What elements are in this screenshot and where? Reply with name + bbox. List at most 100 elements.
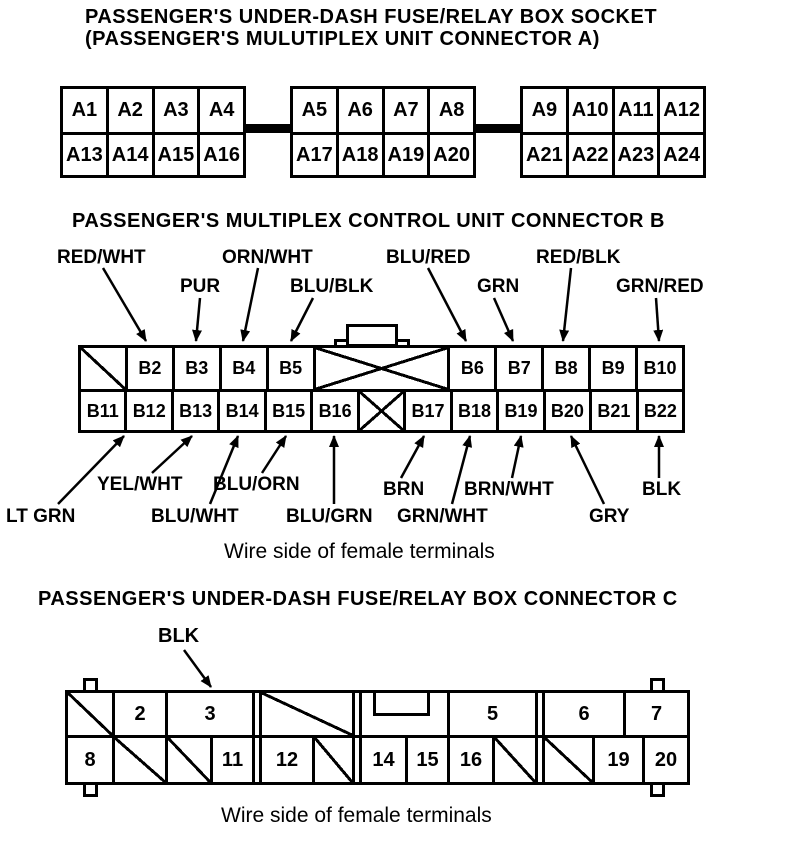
blocked-pin-cell [115, 738, 165, 782]
pin-b14: B14 [220, 392, 267, 430]
pin-a22: A22 [569, 135, 615, 175]
pin-a5: A5 [293, 89, 339, 132]
wire-label-brn-wht: BRN/WHT [464, 479, 554, 500]
wire-label-yel-wht: YEL/WHT [97, 474, 183, 495]
pin-c15: 15 [416, 748, 439, 771]
wire-label-lt-grn: LT GRN [6, 506, 76, 527]
pin-a6: A6 [339, 89, 385, 132]
blocked-pin-cell [262, 693, 352, 735]
pin-a7: A7 [385, 89, 431, 132]
connector-a-link-bar [474, 124, 522, 133]
pin-c11: 11 [221, 748, 244, 771]
grid-line [352, 693, 355, 782]
pin-b18: B18 [453, 392, 500, 430]
wire-label-gry: GRY [589, 506, 630, 527]
connector-a-link-bar [244, 124, 292, 133]
wire-label-blu-blk: BLU/BLK [290, 276, 374, 297]
pin-c12: 12 [275, 748, 299, 771]
grid-line [542, 693, 545, 782]
pin-b4: B4 [222, 348, 269, 389]
pin-c2: 2 [134, 702, 146, 725]
wire-label-blk-c: BLK [158, 625, 200, 647]
connector-a-block-1: A1 A2 A3 A4 A13 A14 A15 A16 [60, 86, 246, 178]
pin-b11: B11 [81, 392, 128, 430]
pin-a18: A18 [339, 135, 385, 175]
grid-line [447, 693, 450, 782]
pin-a12: A12 [663, 99, 700, 121]
wire-label-blu-grn: BLU/GRN [286, 506, 373, 527]
wire-side-caption-b: Wire side of female terminals [224, 540, 495, 563]
pin-b8: B8 [544, 348, 592, 389]
pin-a19: A19 [385, 135, 431, 175]
grid-line [492, 738, 495, 782]
pin-a23: A23 [615, 135, 661, 175]
grid-line [592, 738, 595, 782]
grid-line [359, 693, 362, 782]
wire-label-grn: GRN [477, 276, 520, 297]
wire-label-red-blk: RED/BLK [536, 247, 621, 268]
pin-b12: B12 [127, 392, 174, 430]
connector-a-block-2: A5 A6 A7 A8 A17 A18 A19 A20 [290, 86, 476, 178]
connector-c-title: PASSENGER'S UNDER-DASH FUSE/RELAY BOX CO… [38, 588, 678, 610]
pin-c14: 14 [372, 748, 395, 771]
pin-b10: B10 [643, 358, 677, 378]
pin-b20: B20 [546, 392, 593, 430]
connector-b-title: PASSENGER'S MULTIPLEX CONTROL UNIT CONNE… [72, 210, 665, 232]
pin-a1: A1 [63, 89, 109, 132]
pin-a9: A9 [523, 89, 569, 132]
pin-a11: A11 [615, 89, 661, 132]
connector-c-midline [68, 735, 687, 738]
grid-line [210, 738, 213, 782]
pin-b5: B5 [269, 348, 316, 389]
grid-line [405, 738, 408, 782]
grid-line [623, 693, 626, 735]
connector-a-block-3: A9 A10 A11 A12 A21 A22 A23 A24 [520, 86, 706, 178]
pin-b13: B13 [174, 392, 221, 430]
grid-line [312, 738, 315, 782]
blocked-pin-cell [168, 738, 210, 782]
pin-c6: 6 [578, 702, 590, 725]
connector-latch-tab [346, 324, 398, 347]
grid-line [642, 738, 645, 782]
pin-a16: A16 [203, 143, 240, 166]
blocked-pin-cell-x [359, 392, 407, 430]
grid-line [165, 693, 168, 782]
pin-a17: A17 [293, 135, 339, 175]
pin-b9: B9 [591, 348, 639, 389]
wire-label-orn-wht: ORN/WHT [222, 247, 313, 268]
connector-b-box: B2 B3 B4 B5 B6 B7 B8 B9 B10 B11 B12 B13 … [78, 345, 685, 433]
grid-line [259, 693, 262, 782]
wire-label-blu-red: BLU/RED [386, 247, 471, 268]
pin-a15: A15 [155, 135, 201, 175]
pin-a2: A2 [109, 89, 155, 132]
pin-b22: B22 [643, 400, 677, 421]
wire-label-blu-wht: BLU/WHT [151, 506, 239, 527]
pin-b2: B2 [128, 348, 175, 389]
pin-a13: A13 [63, 135, 109, 175]
wire-label-blk: BLK [642, 479, 682, 500]
wire-label-pur: PUR [180, 276, 221, 297]
pin-b21: B21 [592, 392, 639, 430]
blocked-pin-cell [68, 693, 112, 735]
pin-b7: B7 [497, 348, 545, 389]
pin-b3: B3 [175, 348, 222, 389]
pin-c16: 16 [459, 748, 483, 771]
blocked-pin-cell [495, 738, 535, 782]
pin-a8: A8 [438, 99, 465, 121]
pin-a20: A20 [433, 143, 470, 166]
wire-label-blu-orn: BLU/ORN [213, 474, 300, 495]
pin-a14: A14 [109, 135, 155, 175]
pin-a4: A4 [208, 99, 235, 121]
pin-b17: B17 [406, 392, 453, 430]
pin-c7: 7 [650, 702, 663, 725]
connector-key [373, 690, 430, 716]
pin-c19: 19 [607, 748, 630, 771]
blocked-pin-cell [545, 738, 592, 782]
wire-label-brn: BRN [383, 479, 425, 500]
pin-b19: B19 [499, 392, 546, 430]
wire-label-grn-wht: GRN/WHT [397, 506, 488, 527]
pin-c5: 5 [486, 702, 499, 725]
pin-c8: 8 [84, 748, 96, 771]
pin-a3: A3 [155, 89, 201, 132]
